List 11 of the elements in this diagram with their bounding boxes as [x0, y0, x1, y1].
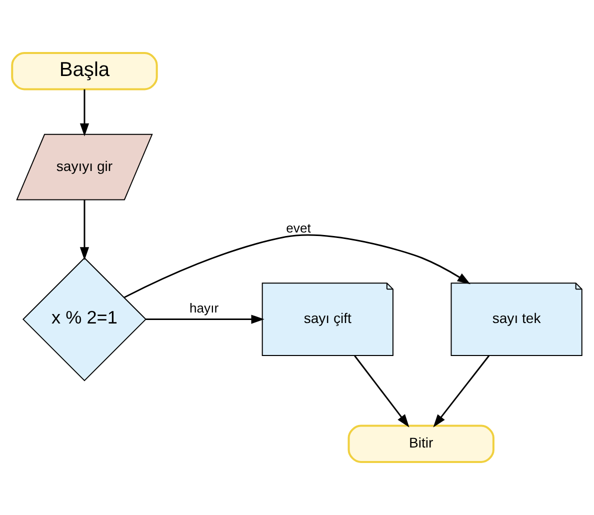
- node-diamond: x % 2=1: [22, 257, 146, 382]
- arrow: [146, 314, 264, 324]
- arrow: [80, 200, 90, 260]
- edge-label: hayır: [190, 300, 219, 316]
- node-box: Bitir: [348, 424, 494, 463]
- arrow: [80, 89, 90, 136]
- arrow: [433, 355, 490, 428]
- edge-label: evet: [286, 220, 311, 236]
- arrow: [124, 234, 470, 298]
- node-box: Başla: [11, 52, 158, 90]
- arrow: [354, 355, 410, 428]
